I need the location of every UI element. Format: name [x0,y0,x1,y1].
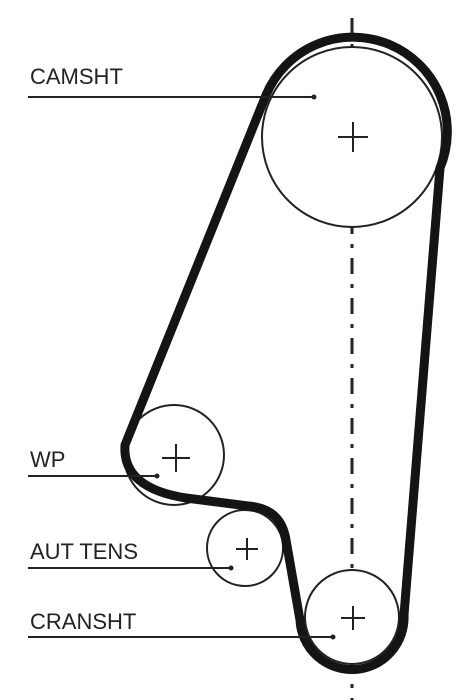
water-pump-leader-dot [154,473,160,479]
auto-tensioner-label: AUT TENS [30,539,138,564]
camshaft-center-mark [338,122,368,152]
tensioner-leader-dot [228,565,234,571]
camshaft-label: CAMSHT [30,64,123,89]
crankshaft-leader-dot [330,634,336,640]
water-pump-label: WP [30,447,65,472]
tensioner-center-mark [236,538,258,560]
timing-belt [120,32,452,674]
crankshaft-label: CRANSHT [30,609,136,634]
water-pump-center-mark [162,444,190,472]
crankshaft-center-mark [341,606,365,630]
camshaft-leader-dot [311,94,317,100]
